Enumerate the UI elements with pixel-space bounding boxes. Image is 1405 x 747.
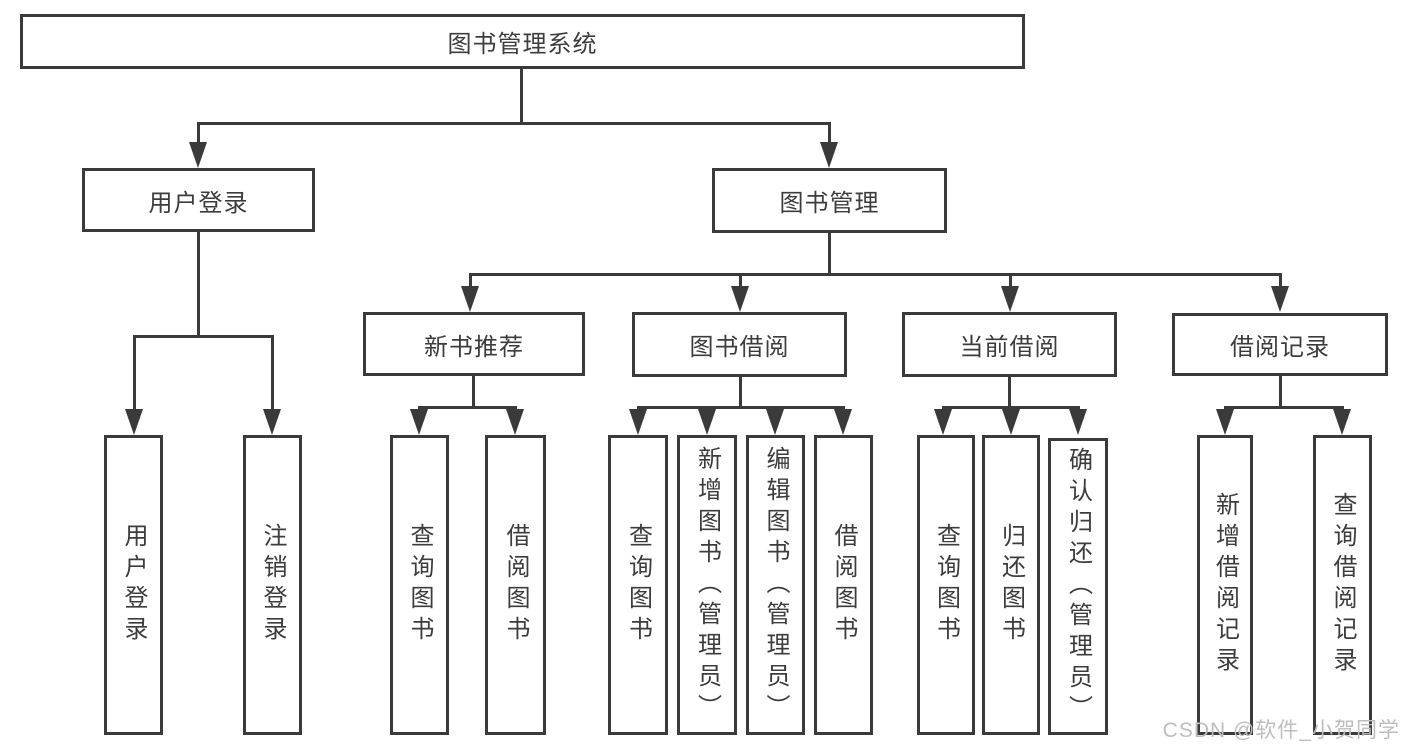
arrowhead-down-icon bbox=[629, 409, 647, 435]
arrowhead-down-icon bbox=[820, 142, 838, 168]
module-box-current-borrow: 当前借阅 bbox=[902, 312, 1117, 377]
connector-stem bbox=[1279, 273, 1282, 290]
connector-hline bbox=[133, 335, 274, 338]
leaf-box-query-book: 查询图书 bbox=[608, 435, 668, 735]
root-label: 图书管理系统 bbox=[447, 31, 598, 58]
module-box-new-book-recommend: 新书推荐 bbox=[363, 312, 585, 376]
branch-box-book-management: 图书管理 bbox=[712, 168, 947, 233]
arrowhead-down-icon bbox=[1001, 286, 1019, 312]
connector-hline bbox=[197, 122, 831, 125]
leaf-label: 归还图书 bbox=[997, 523, 1025, 647]
arrowhead-down-icon bbox=[125, 409, 143, 435]
connector-vline bbox=[828, 232, 831, 276]
arrowhead-down-icon bbox=[1216, 409, 1234, 435]
connector-hline bbox=[418, 406, 517, 409]
leaf-box-add-book-admin: 新增图书（管理员） bbox=[677, 435, 737, 735]
leaf-label: 注销登录 bbox=[259, 523, 286, 647]
root-box-library-system: 图书管理系统 bbox=[20, 14, 1025, 69]
module-label: 图书借阅 bbox=[689, 334, 790, 361]
connector-stem bbox=[1009, 273, 1012, 290]
arrowhead-down-icon bbox=[1069, 409, 1087, 435]
leaf-label: 用户登录 bbox=[120, 523, 147, 647]
arrowhead-down-icon bbox=[263, 409, 281, 435]
arrowhead-down-icon bbox=[1333, 409, 1351, 435]
arrowhead-down-icon bbox=[506, 409, 524, 435]
connector-vline bbox=[1008, 377, 1011, 409]
arrowhead-down-icon bbox=[189, 142, 207, 168]
module-label: 新书推荐 bbox=[424, 333, 524, 361]
connector-vline bbox=[520, 69, 523, 125]
leaf-label: 查询借阅记录 bbox=[1329, 492, 1356, 678]
branch-label: 图书管理 bbox=[779, 190, 880, 217]
connector-vline bbox=[739, 377, 742, 409]
connector-stem bbox=[197, 122, 200, 146]
leaf-label: 借阅图书 bbox=[502, 523, 529, 647]
leaf-label: 查询图书 bbox=[624, 523, 652, 647]
arrowhead-down-icon bbox=[461, 286, 479, 312]
arrowhead-down-icon bbox=[410, 409, 428, 435]
leaf-box-confirm-return-admin: 确认归还（管理员） bbox=[1048, 438, 1108, 735]
arrowhead-down-icon bbox=[731, 286, 749, 312]
leaf-label: 查询图书 bbox=[932, 523, 960, 647]
leaf-box-return-book: 归还图书 bbox=[982, 435, 1040, 735]
connector-hline bbox=[637, 406, 845, 409]
connector-stem bbox=[828, 122, 831, 146]
leaf-box-borrow-book: 借阅图书 bbox=[485, 435, 546, 735]
arrowhead-down-icon bbox=[834, 409, 852, 435]
leaf-box-edit-book-admin: 编辑图书（管理员） bbox=[746, 435, 805, 735]
module-box-borrow-record: 借阅记录 bbox=[1172, 313, 1388, 376]
connector-stem bbox=[271, 335, 274, 413]
leaf-box-query-book: 查询图书 bbox=[390, 435, 449, 735]
module-box-book-borrow: 图书借阅 bbox=[632, 312, 847, 377]
leaf-label: 借阅图书 bbox=[830, 523, 857, 647]
leaf-box-query-book: 查询图书 bbox=[917, 435, 975, 735]
arrowhead-down-icon bbox=[698, 409, 716, 435]
connector-hline bbox=[469, 273, 1282, 276]
connector-stem bbox=[469, 273, 472, 290]
connector-hline bbox=[1224, 406, 1344, 409]
leaf-box-query-borrow-record: 查询借阅记录 bbox=[1313, 435, 1372, 735]
connector-stem bbox=[739, 273, 742, 290]
connector-vline bbox=[197, 232, 200, 338]
module-label: 借阅记录 bbox=[1230, 334, 1330, 361]
leaf-box-add-borrow-record: 新增借阅记录 bbox=[1197, 435, 1253, 735]
arrowhead-down-icon bbox=[766, 409, 784, 435]
csdn-watermark: CSDN @软件_小贺同学 bbox=[1162, 719, 1400, 742]
branch-label: 用户登录 bbox=[148, 189, 249, 217]
leaf-box-user-login: 用户登录 bbox=[104, 435, 163, 735]
arrowhead-down-icon bbox=[1271, 286, 1289, 312]
leaf-label: 编辑图书（管理员） bbox=[762, 445, 789, 725]
connector-vline bbox=[1279, 376, 1282, 409]
leaf-box-logout: 注销登录 bbox=[243, 435, 302, 735]
connector-vline bbox=[472, 376, 475, 409]
leaf-label: 查询图书 bbox=[406, 523, 433, 647]
leaf-box-borrow-book: 借阅图书 bbox=[814, 435, 873, 735]
leaf-label: 新增图书（管理员） bbox=[693, 445, 721, 725]
module-label: 当前借阅 bbox=[959, 334, 1060, 361]
arrowhead-down-icon bbox=[934, 409, 952, 435]
leaf-label: 新增借阅记录 bbox=[1211, 492, 1239, 678]
branch-box-user-login: 用户登录 bbox=[82, 168, 315, 232]
leaf-label: 确认归还（管理员） bbox=[1064, 447, 1092, 726]
arrowhead-down-icon bbox=[1002, 409, 1020, 435]
connector-stem bbox=[133, 335, 136, 413]
